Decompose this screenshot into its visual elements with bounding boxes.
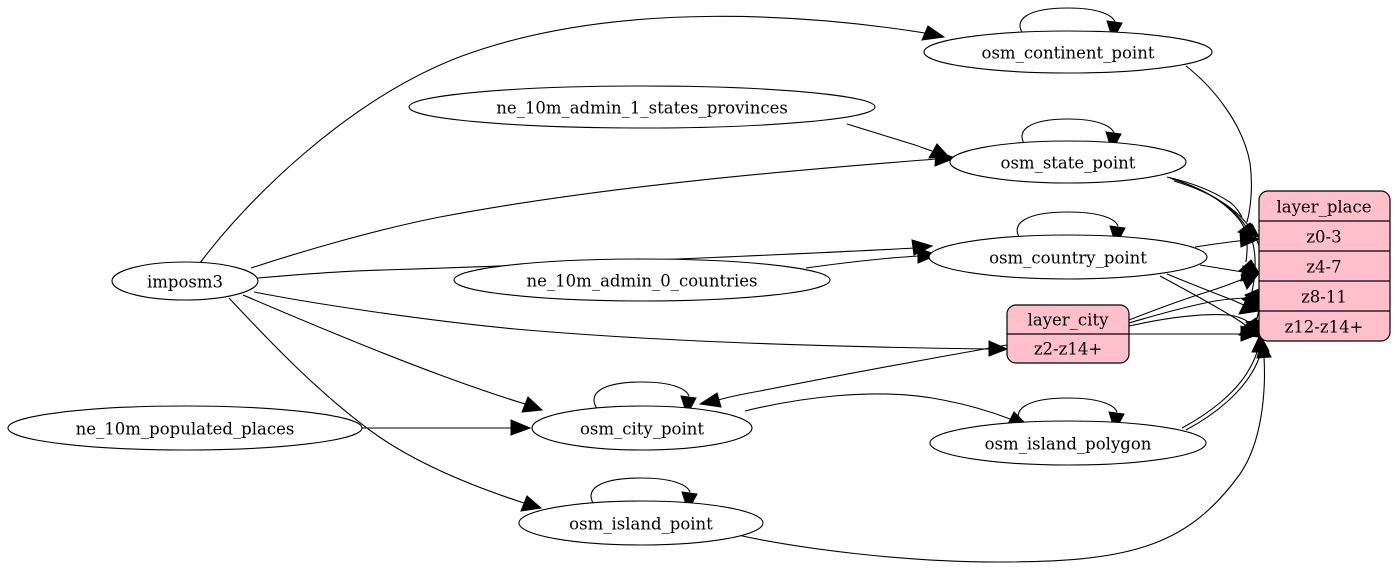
node-osm_continent_point[interactable]: osm_continent_point — [923, 30, 1213, 74]
edge-osm_island_point-to-layer_place — [732, 338, 1272, 563]
node-imposm3-label: imposm3 — [147, 273, 223, 292]
edge-ne_pop-to-osm_city_point — [362, 419, 532, 436]
node-osm_state_point[interactable]: osm_state_point — [949, 140, 1187, 184]
edge-osm_island_polygon-to-layer_place-b — [1185, 334, 1270, 431]
edge-imposm3-to-osm_city_point — [242, 294, 544, 413]
node-osm_city_point[interactable]: osm_city_point — [531, 405, 753, 451]
edge-imposm3-to-osm_continent_point — [199, 15, 946, 264]
node-osm_island_polygon[interactable]: osm_island_polygon — [929, 420, 1207, 466]
edge-imposm3-to-osm_state_point — [250, 150, 957, 269]
node-osm_island_polygon-label: osm_island_polygon — [985, 435, 1152, 454]
edge-layer — [199, 7, 1272, 563]
node-imposm3[interactable]: imposm3 — [111, 261, 259, 301]
edge-selfloop-osm_city_point — [593, 381, 697, 417]
layer_place-row-z12-z14-label: z12-z14+ — [1285, 318, 1364, 337]
edge-ne_admin0-to-osm_country_point — [805, 247, 939, 269]
node-osm_state_point-label: osm_state_point — [1001, 154, 1136, 173]
node-osm_city_point-label: osm_city_point — [580, 420, 704, 439]
node-osm_island_point-label: osm_island_point — [569, 515, 713, 534]
node-ne_10m_admin_1_states_provinces[interactable]: ne_10m_admin_1_states_provinces — [408, 85, 876, 129]
edge-osm_city_point-to-osm_island_polygon — [744, 393, 1029, 427]
edge-ne_admin1-to-osm_state_point — [846, 123, 951, 159]
edge-osm_state_point-to-layer_place-z0-3 — [1166, 176, 1261, 238]
layer_city-row-z2-z14-label: z2-z14+ — [1034, 340, 1102, 359]
layer_place-header-label: layer_place — [1276, 198, 1371, 217]
edge-osm_country_point-to-layer_place-z8-11 — [1166, 273, 1261, 315]
layer_city-header-label: layer_city — [1028, 311, 1109, 330]
layer_place-body — [1258, 190, 1391, 342]
edge-imposm3-to-osm_island_point — [228, 297, 543, 512]
node-ne_10m_populated_places[interactable]: ne_10m_populated_places — [7, 405, 363, 451]
node-ne_10m_admin_0_countries-label: ne_10m_admin_0_countries — [527, 272, 758, 291]
edge-layer_city-to-layer_place-z0-3 — [1128, 272, 1261, 321]
edge-osm_island_polygon-to-layer_place-a — [1181, 335, 1267, 429]
node-osm_country_point-label: osm_country_point — [989, 249, 1147, 268]
node-layer: imposm3 ne_10m_populated_places ne_10m_a… — [7, 30, 1213, 546]
edge-osm_country_point-to-layer_place-z0-3 — [1194, 231, 1261, 248]
node-ne_10m_admin_0_countries[interactable]: ne_10m_admin_0_countries — [453, 258, 831, 302]
record-node-layer: layer_city z2-z14+ layer_place z0-3 z4-7… — [1006, 190, 1391, 364]
edge-osm_continent_point-to-layer_place — [1185, 65, 1260, 238]
node-ne_10m_admin_1_states_provinces-label: ne_10m_admin_1_states_provinces — [496, 99, 788, 118]
edge-layer_city-to-osm_city_point — [698, 344, 1008, 408]
record-node-layer_place[interactable]: layer_place z0-3 z4-7 z8-11 z12-z14+ — [1258, 190, 1391, 342]
node-ne_10m_populated_places-label: ne_10m_populated_places — [76, 420, 295, 439]
node-osm_continent_point-label: osm_continent_point — [982, 44, 1155, 63]
layer_place-row-z8-11-label: z8-11 — [1301, 288, 1347, 307]
node-osm_country_point[interactable]: osm_country_point — [928, 234, 1208, 280]
layer_place-row-z0-3-label: z0-3 — [1306, 228, 1341, 247]
layer_place-row-z4-7-label: z4-7 — [1306, 258, 1341, 277]
node-osm_island_point[interactable]: osm_island_point — [518, 500, 764, 546]
edge-layer_city-to-layer_place-z12 — [1129, 325, 1261, 342]
edge-selfloop-osm_continent_point — [1019, 7, 1123, 42]
record-node-layer_city[interactable]: layer_city z2-z14+ — [1006, 304, 1130, 364]
